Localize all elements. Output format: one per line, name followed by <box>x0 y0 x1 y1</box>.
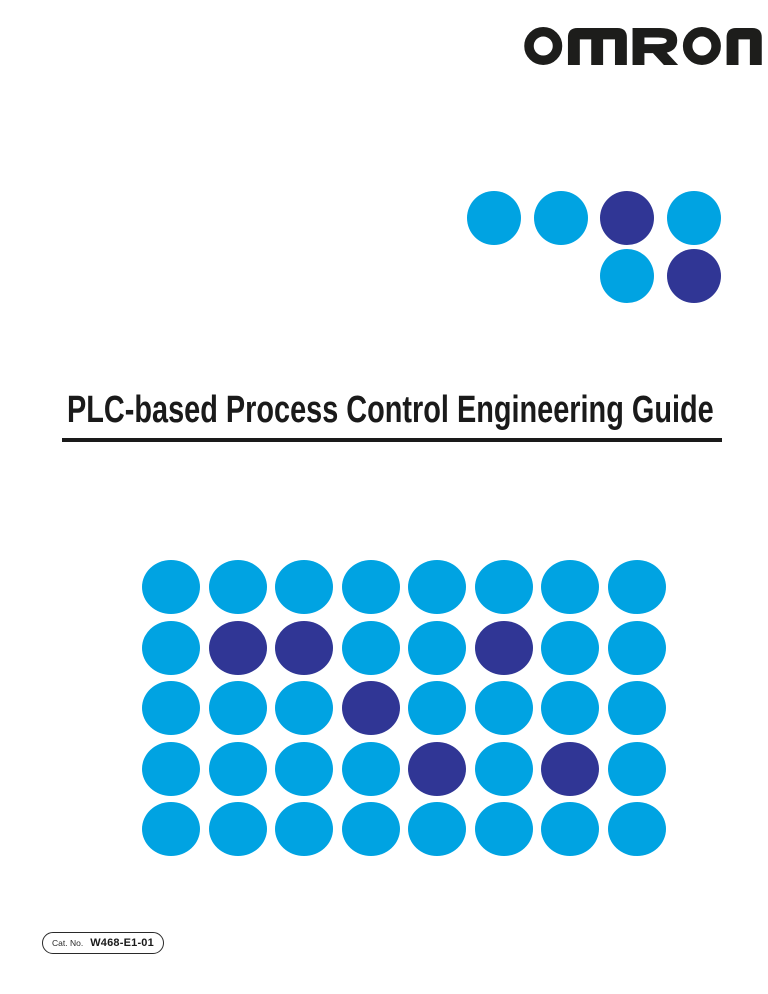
light-dot <box>541 620 599 675</box>
light-dot <box>541 560 599 614</box>
light-dot <box>474 741 533 796</box>
light-dot <box>142 560 200 614</box>
light-dot <box>341 560 400 614</box>
light-dot <box>408 802 466 856</box>
light-dot <box>142 620 200 675</box>
light-dot <box>142 802 200 856</box>
light-dot <box>142 741 200 796</box>
light-dot <box>541 802 599 856</box>
light-dot <box>142 681 200 735</box>
light-dot <box>474 560 533 614</box>
light-dot <box>474 802 533 856</box>
light-dot <box>275 741 333 796</box>
light-dot <box>341 741 400 796</box>
light-dot <box>275 802 333 856</box>
light-dot <box>408 620 466 675</box>
page-title: PLC-based Process Control Engineering Gu… <box>67 391 768 429</box>
light-dot <box>275 560 333 614</box>
dark-dot <box>541 741 599 796</box>
dark-dot <box>275 620 333 675</box>
dark-dot <box>208 620 267 675</box>
light-dot <box>607 741 666 796</box>
light-dot <box>607 681 666 735</box>
dot-grid-row <box>142 802 666 856</box>
dot-grid-row <box>142 741 666 796</box>
light-dot <box>208 681 267 735</box>
dot-grid-row <box>142 560 666 614</box>
omron-logo <box>524 27 762 65</box>
dot-grid-row <box>142 681 666 735</box>
light-dot <box>408 681 466 735</box>
light-dot <box>208 741 267 796</box>
light-dot <box>607 620 666 675</box>
omron-logo-graphic <box>524 27 762 65</box>
light-dot <box>341 620 400 675</box>
decorative-dot-grid <box>142 560 666 863</box>
light-dot <box>208 560 267 614</box>
cluster-dot <box>467 191 521 245</box>
dot-grid-row <box>142 620 666 675</box>
light-dot <box>341 802 400 856</box>
light-dot <box>607 560 666 614</box>
catalog-number-badge: Cat. No. W468-E1-01 <box>42 932 164 954</box>
cluster-dot <box>667 249 721 303</box>
cluster-dot <box>600 191 654 245</box>
cluster-dot <box>534 191 588 245</box>
cluster-dot <box>600 249 654 303</box>
light-dot <box>607 802 666 856</box>
dark-dot <box>341 681 400 735</box>
light-dot <box>541 681 599 735</box>
page-title-text: PLC-based Process Control Engineering Gu… <box>67 389 714 431</box>
catalog-number-label: Cat. No. <box>52 938 84 948</box>
title-underline <box>62 438 722 442</box>
light-dot <box>275 681 333 735</box>
catalog-number-value: W468-E1-01 <box>90 937 154 949</box>
light-dot <box>408 560 466 614</box>
dark-dot <box>474 620 533 675</box>
cluster-dot <box>667 191 721 245</box>
dark-dot <box>408 741 466 796</box>
light-dot <box>474 681 533 735</box>
light-dot <box>208 802 267 856</box>
